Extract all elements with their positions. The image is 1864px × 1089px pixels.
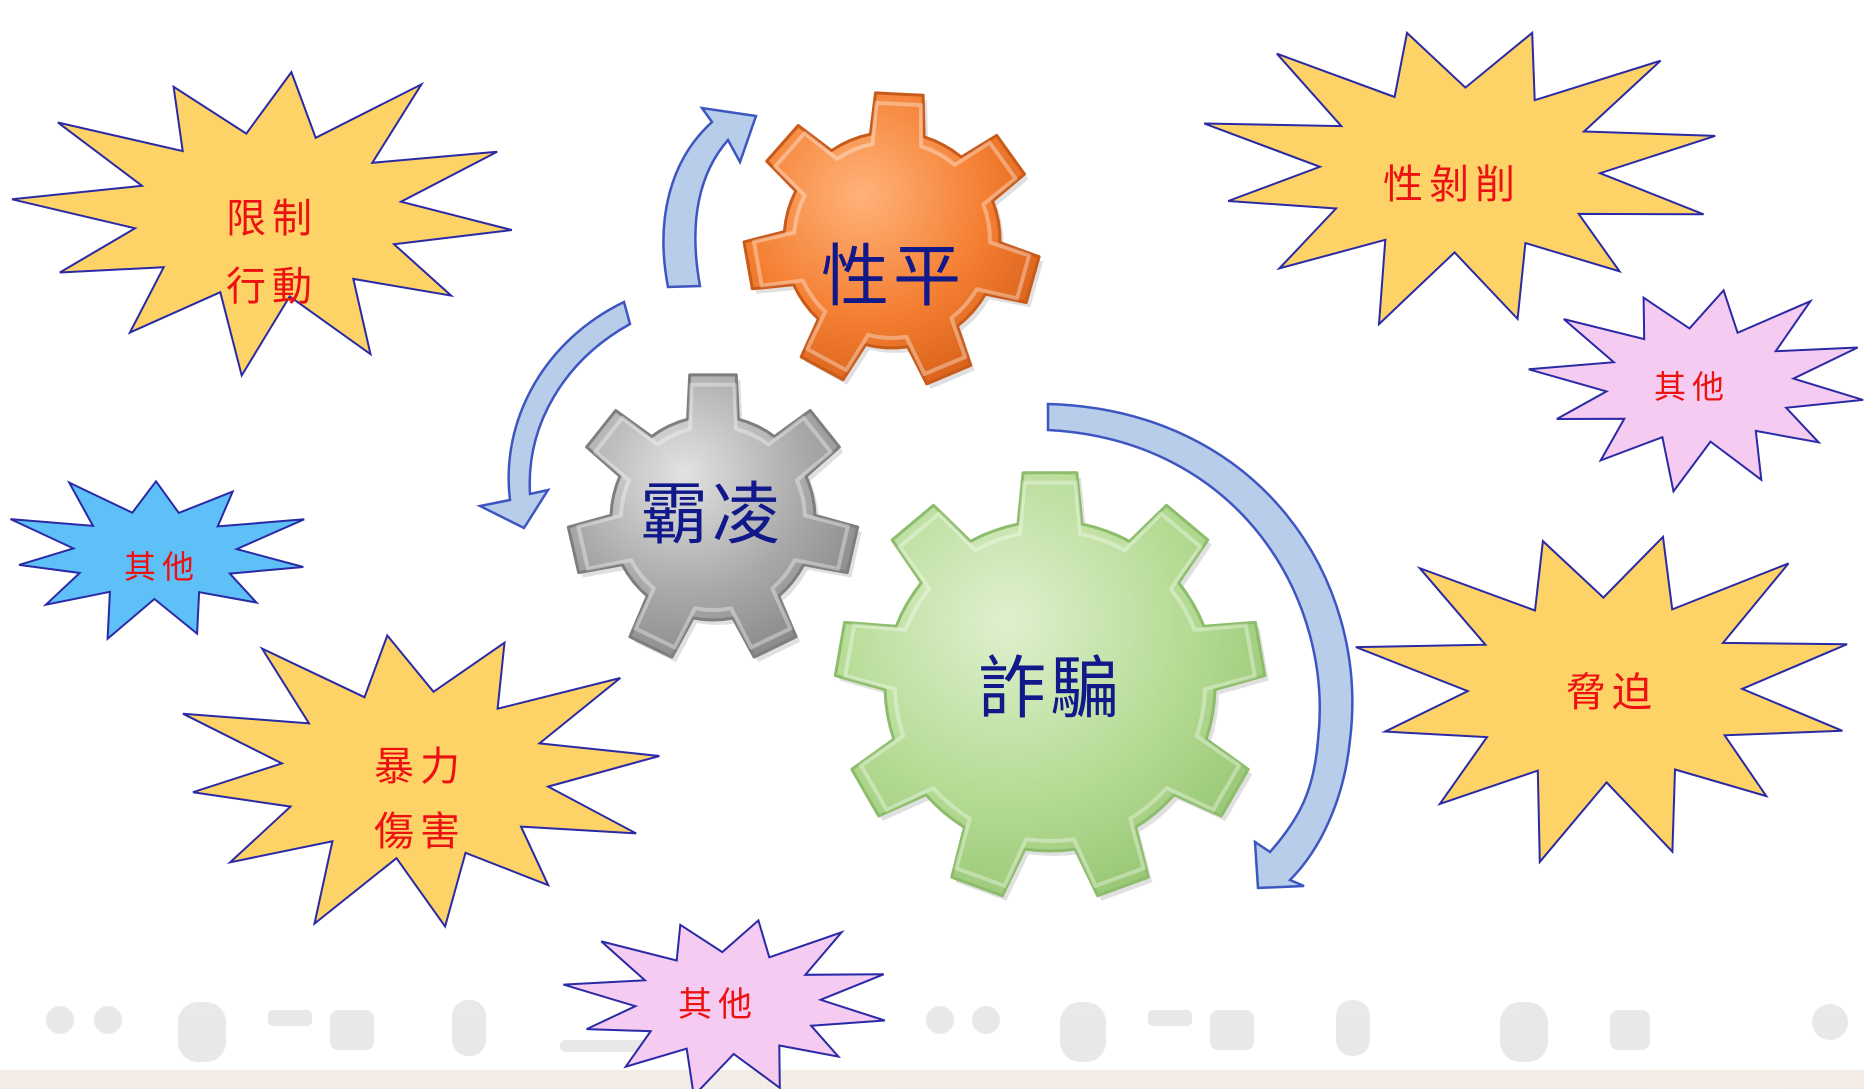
- burst-other-blue: [10, 479, 305, 642]
- gear-label-gender-equality: 性平: [821, 238, 965, 317]
- burst-label-violent-harm-line1: 暴力: [374, 744, 466, 790]
- burst-label-violent-harm-line2: 傷害: [374, 809, 466, 855]
- labels: 性平 霸凌 詐騙 限制 行動 其他 暴力 傷害 其他 性剝削 其他 脅迫: [124, 162, 1730, 1025]
- arrow-top-up: [662, 106, 758, 289]
- burst-label-other-blue: 其他: [124, 548, 200, 586]
- burst-label-coercion: 脅迫: [1566, 670, 1658, 716]
- burst-label-restrict-movement-line2: 行動: [226, 264, 318, 310]
- gear-gender-equality: [742, 91, 1044, 389]
- burst-label-sexual-exploitation: 性剝削: [1383, 162, 1521, 208]
- arrow-left-down: [476, 300, 632, 530]
- burst-coercion: [1355, 534, 1848, 865]
- bursts: [10, 30, 1864, 1089]
- burst-other-pink-bottom: [563, 918, 886, 1089]
- burst-sexual-exploitation: [1203, 30, 1716, 327]
- burst-label-other-pink-bottom: 其他: [678, 985, 758, 1025]
- gear-bullying: [566, 373, 862, 663]
- burst-label-other-pink-right: 其他: [1654, 368, 1730, 406]
- gears: [566, 91, 1269, 901]
- gear-fraud: [833, 471, 1269, 901]
- gear-label-fraud: 詐騙: [978, 650, 1122, 729]
- burst-label-restrict-movement-line1: 限制: [226, 196, 318, 242]
- burst-violent-harm: [182, 633, 660, 929]
- burst-other-pink-right: [1528, 288, 1864, 494]
- burst-restrict-movement: [11, 70, 513, 379]
- gear-label-bullying: 霸凌: [640, 476, 784, 555]
- cycle-arrows: [476, 106, 1354, 890]
- background-watermark: [0, 1000, 1864, 1089]
- arrow-right-down: [1046, 402, 1354, 890]
